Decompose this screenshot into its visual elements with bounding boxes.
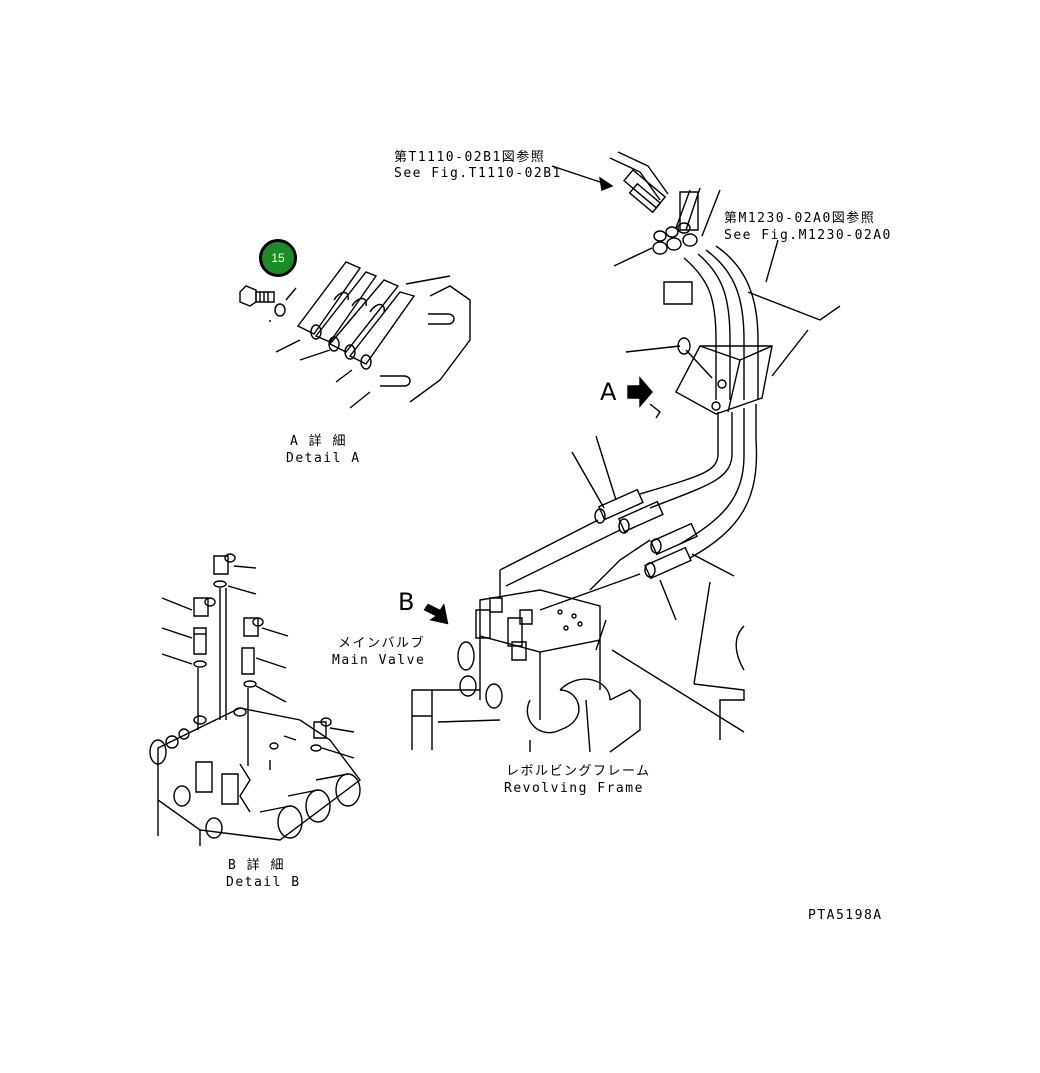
main-valve-assembly xyxy=(412,540,744,752)
detail-a-en-label: Detail A xyxy=(286,451,361,466)
view-b-label: B xyxy=(398,588,415,616)
detail-a-jp-label: A 詳 細 xyxy=(290,434,347,449)
drawing-number: PTA5198A xyxy=(808,908,883,923)
part-callout-number: 15 xyxy=(271,251,285,265)
main-valve-jp-label: メインバルブ xyxy=(338,636,426,651)
revolving-frame-en-label: Revolving Frame xyxy=(504,781,644,796)
ref-m1230-jp-label: 第M1230-02A0図参照 xyxy=(724,211,876,226)
upper-hose-connectors xyxy=(610,152,720,304)
ref-m1230-en-label: See Fig.M1230-02A0 xyxy=(724,228,892,243)
view-a-label: A xyxy=(600,378,617,406)
detail-b-drawing xyxy=(150,554,361,846)
detail-b-jp-label: B 詳 細 xyxy=(228,858,285,873)
detail-b-en-label: Detail B xyxy=(226,875,301,890)
reference-leaders xyxy=(552,166,840,376)
hose-bundle xyxy=(626,246,773,558)
ref-t1110-en-label: See Fig.T1110-02B1 xyxy=(394,166,562,181)
detail-a-drawing xyxy=(239,261,470,408)
revolving-frame-jp-label: レボルビングフレーム xyxy=(506,764,651,779)
view-arrows xyxy=(423,376,653,625)
mid-fittings xyxy=(500,436,734,620)
part-callout-15[interactable]: 15 xyxy=(259,239,297,277)
main-valve-en-label: Main Valve xyxy=(332,653,426,668)
ref-t1110-jp-label: 第T1110-02B1図参照 xyxy=(394,150,546,165)
